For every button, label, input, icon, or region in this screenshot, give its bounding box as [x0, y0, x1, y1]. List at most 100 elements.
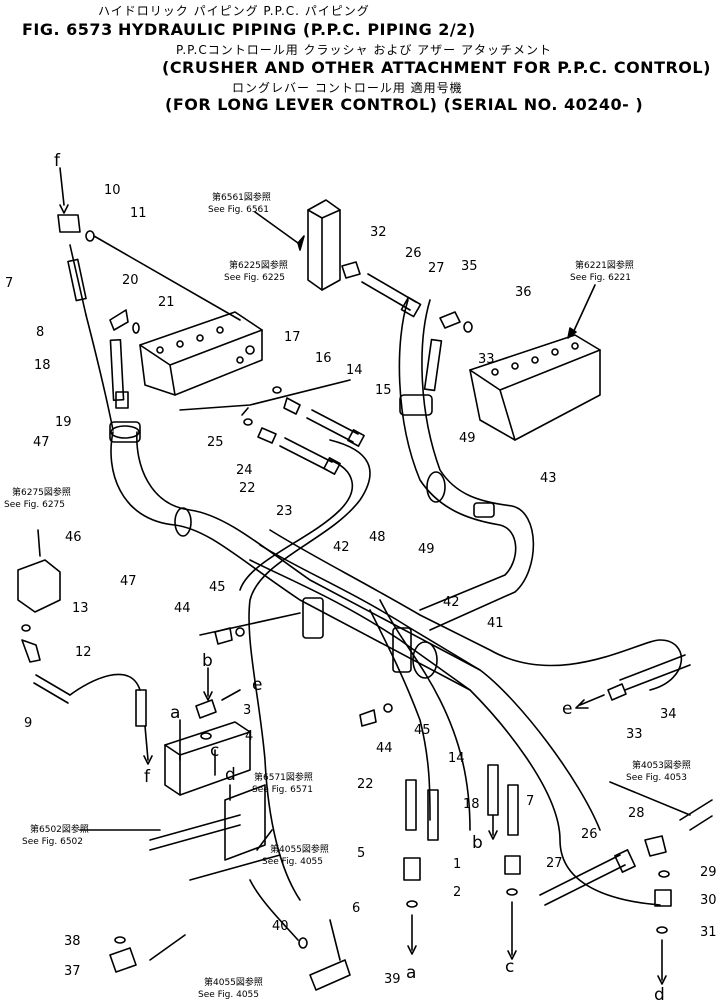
- part-number: 17: [284, 330, 301, 345]
- figure-reference: See Fig. 4053: [626, 773, 687, 783]
- control-valve-6221: [469, 334, 601, 441]
- fitting-10: [57, 214, 81, 233]
- fitting-15: [347, 429, 365, 447]
- fitting-23: [323, 457, 341, 475]
- arrow-e-valve: [221, 689, 241, 701]
- valve-6502: [164, 721, 251, 796]
- oring-13: [21, 624, 31, 632]
- hose-9-b: [33, 682, 69, 704]
- part-number: 20: [122, 273, 139, 288]
- elbow-28: [644, 835, 667, 857]
- oring-40: [298, 937, 308, 949]
- flow-letter: a: [170, 703, 180, 723]
- part-number: 42: [333, 540, 350, 555]
- fitting-24: [257, 427, 277, 444]
- oring-25: [243, 418, 253, 426]
- part-number: 14: [346, 363, 363, 378]
- flow-letter: d: [654, 985, 665, 1003]
- part-number: 9: [24, 716, 32, 731]
- arrow-d-bottom-head: [657, 975, 667, 985]
- figure-reference-jp: 第4055図参照: [270, 843, 329, 855]
- leader-40: [249, 879, 299, 941]
- block-6561: [307, 199, 341, 291]
- fitting-1: [504, 855, 521, 875]
- arrow-b-bottom-head: [488, 830, 498, 840]
- arrow-e-right-head: [575, 699, 589, 709]
- figure-number: FIG. 6573: [22, 20, 113, 39]
- part-number: 22: [239, 481, 256, 496]
- arrow-f-top-head: [59, 204, 69, 214]
- part-number: 33: [626, 727, 643, 742]
- part-number: 18: [34, 358, 51, 373]
- washer-45-upper: [235, 627, 245, 637]
- flow-letter: c: [210, 741, 219, 761]
- part-number: 37: [64, 964, 81, 979]
- elbow-35: [439, 311, 461, 329]
- figure-reference-jp: 第6561図参照: [212, 191, 271, 203]
- hose-14-end: [487, 764, 499, 816]
- oring-29: [658, 870, 670, 878]
- fitting-33-lower: [607, 683, 627, 701]
- part-number: 12: [75, 645, 92, 660]
- figure-reference-jp: 第4053図参照: [632, 759, 691, 771]
- part-number: 44: [174, 601, 191, 616]
- hose-22: [239, 459, 354, 591]
- clamp-42-upper: [302, 597, 324, 639]
- part-number: 26: [405, 246, 422, 261]
- hose-18-body: [109, 338, 125, 402]
- arrow-e-right: [579, 694, 605, 706]
- oring-21: [132, 322, 140, 334]
- flow-letter: f: [144, 767, 151, 787]
- hose-26-a: [361, 281, 411, 311]
- flow-letter: a: [406, 963, 416, 983]
- valve-6571: [224, 784, 266, 861]
- fitting-5: [403, 857, 421, 881]
- part-number: 29: [700, 865, 717, 880]
- part-number: 5: [357, 846, 365, 861]
- elbow-3: [195, 699, 217, 719]
- oring-17: [272, 386, 282, 394]
- arrow-6561: [297, 235, 305, 251]
- arrow-f-bottom: [144, 725, 149, 761]
- part-number: 11: [130, 206, 147, 221]
- hose-18-end: [427, 789, 439, 841]
- plug-30: [654, 889, 672, 907]
- figure-reference: See Fig. 6225: [224, 273, 285, 283]
- figure-subtitle-1: (CRUSHER AND OTHER ATTACHMENT FOR P.P.C.…: [162, 58, 711, 77]
- clamp-47-upper: [110, 425, 140, 439]
- figure-reference-jp: 第4055図参照: [204, 976, 263, 988]
- arrow-f-bottom-head: [143, 755, 153, 765]
- part-number: 4: [245, 729, 253, 744]
- leader-6571: [256, 829, 273, 851]
- flow-letter: e: [252, 675, 262, 695]
- hose-7-body: [67, 258, 87, 302]
- fitting-16: [283, 397, 301, 415]
- hose-trunk-right-b: [421, 299, 535, 631]
- leader-4053: [609, 781, 691, 816]
- part-number: 47: [120, 574, 137, 589]
- flow-letter: b: [202, 651, 213, 671]
- part-number: 44: [376, 741, 393, 756]
- leader-6275: [37, 529, 41, 557]
- figure-reference: See Fig. 6561: [208, 205, 269, 215]
- pipe-4053-b: [689, 815, 713, 831]
- fitting-27: [400, 296, 422, 318]
- hose-7-end: [507, 784, 519, 836]
- clamp-49-lower: [426, 471, 446, 503]
- bolt-44-lower: [359, 709, 377, 727]
- part-number: 7: [5, 276, 13, 291]
- part-number: 42: [443, 595, 460, 610]
- hose-22-a: [284, 437, 333, 463]
- flow-letter: d: [225, 765, 236, 785]
- bracket-6502: [149, 814, 241, 841]
- hose-9-loop: [69, 673, 141, 696]
- clamp-41: [412, 641, 438, 679]
- part-number: 25: [207, 435, 224, 450]
- hose-7-8: [69, 244, 87, 316]
- part-number: 47: [33, 435, 50, 450]
- part-number: 32: [370, 225, 387, 240]
- part-number: 35: [461, 259, 478, 274]
- valve-6275: [17, 559, 61, 613]
- part-number: 38: [64, 934, 81, 949]
- clamp-47-upper-band: [109, 421, 141, 443]
